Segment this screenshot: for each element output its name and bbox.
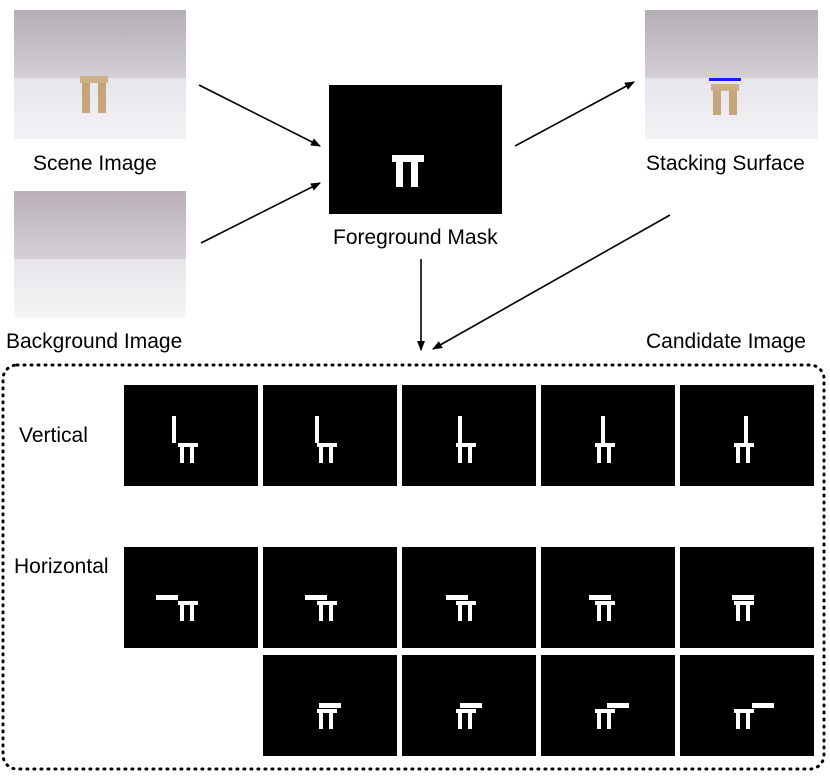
horizontal-label: Horizontal xyxy=(14,555,109,578)
scene-image xyxy=(14,10,186,139)
candidate-horizontal-b-4 xyxy=(680,655,814,756)
arrow-stacking-to-candidates xyxy=(432,214,671,350)
candidate-vertical-4 xyxy=(541,385,675,486)
arrow-mask-to-stacking xyxy=(514,81,635,147)
wooden-blocks xyxy=(711,84,739,115)
candidate-vertical-1 xyxy=(124,385,258,486)
vertical-label: Vertical xyxy=(19,424,88,447)
candidate-vertical-5 xyxy=(680,385,814,486)
foreground-mask-label: Foreground Mask xyxy=(333,226,498,249)
stacking-surface-label: Stacking Surface xyxy=(646,152,805,175)
mask-shape xyxy=(392,155,424,187)
candidate-horizontal-a-1 xyxy=(124,547,258,648)
candidate-horizontal-b-1 xyxy=(263,655,397,756)
scene-image-label: Scene Image xyxy=(33,152,157,175)
background-image-label: Background Image xyxy=(6,330,183,353)
foreground-mask xyxy=(329,85,502,214)
candidate-horizontal-a-3 xyxy=(402,547,536,648)
arrow-scene-to-mask xyxy=(198,84,321,147)
candidate-vertical-3 xyxy=(402,385,536,486)
candidate-horizontal-a-4 xyxy=(541,547,675,648)
candidate-horizontal-a-5 xyxy=(680,547,814,648)
stacking-surface-image xyxy=(645,10,818,139)
candidate-horizontal-b-2 xyxy=(402,655,536,756)
candidate-horizontal-a-2 xyxy=(263,547,397,648)
candidate-horizontal-b-3 xyxy=(541,655,675,756)
background-image xyxy=(14,191,186,318)
candidate-image-label: Candidate Image xyxy=(646,330,806,353)
wooden-blocks xyxy=(80,76,108,113)
candidate-frame xyxy=(1,363,826,771)
surface-line xyxy=(709,78,741,81)
arrow-background-to-mask xyxy=(200,182,321,244)
candidate-vertical-2 xyxy=(263,385,397,486)
